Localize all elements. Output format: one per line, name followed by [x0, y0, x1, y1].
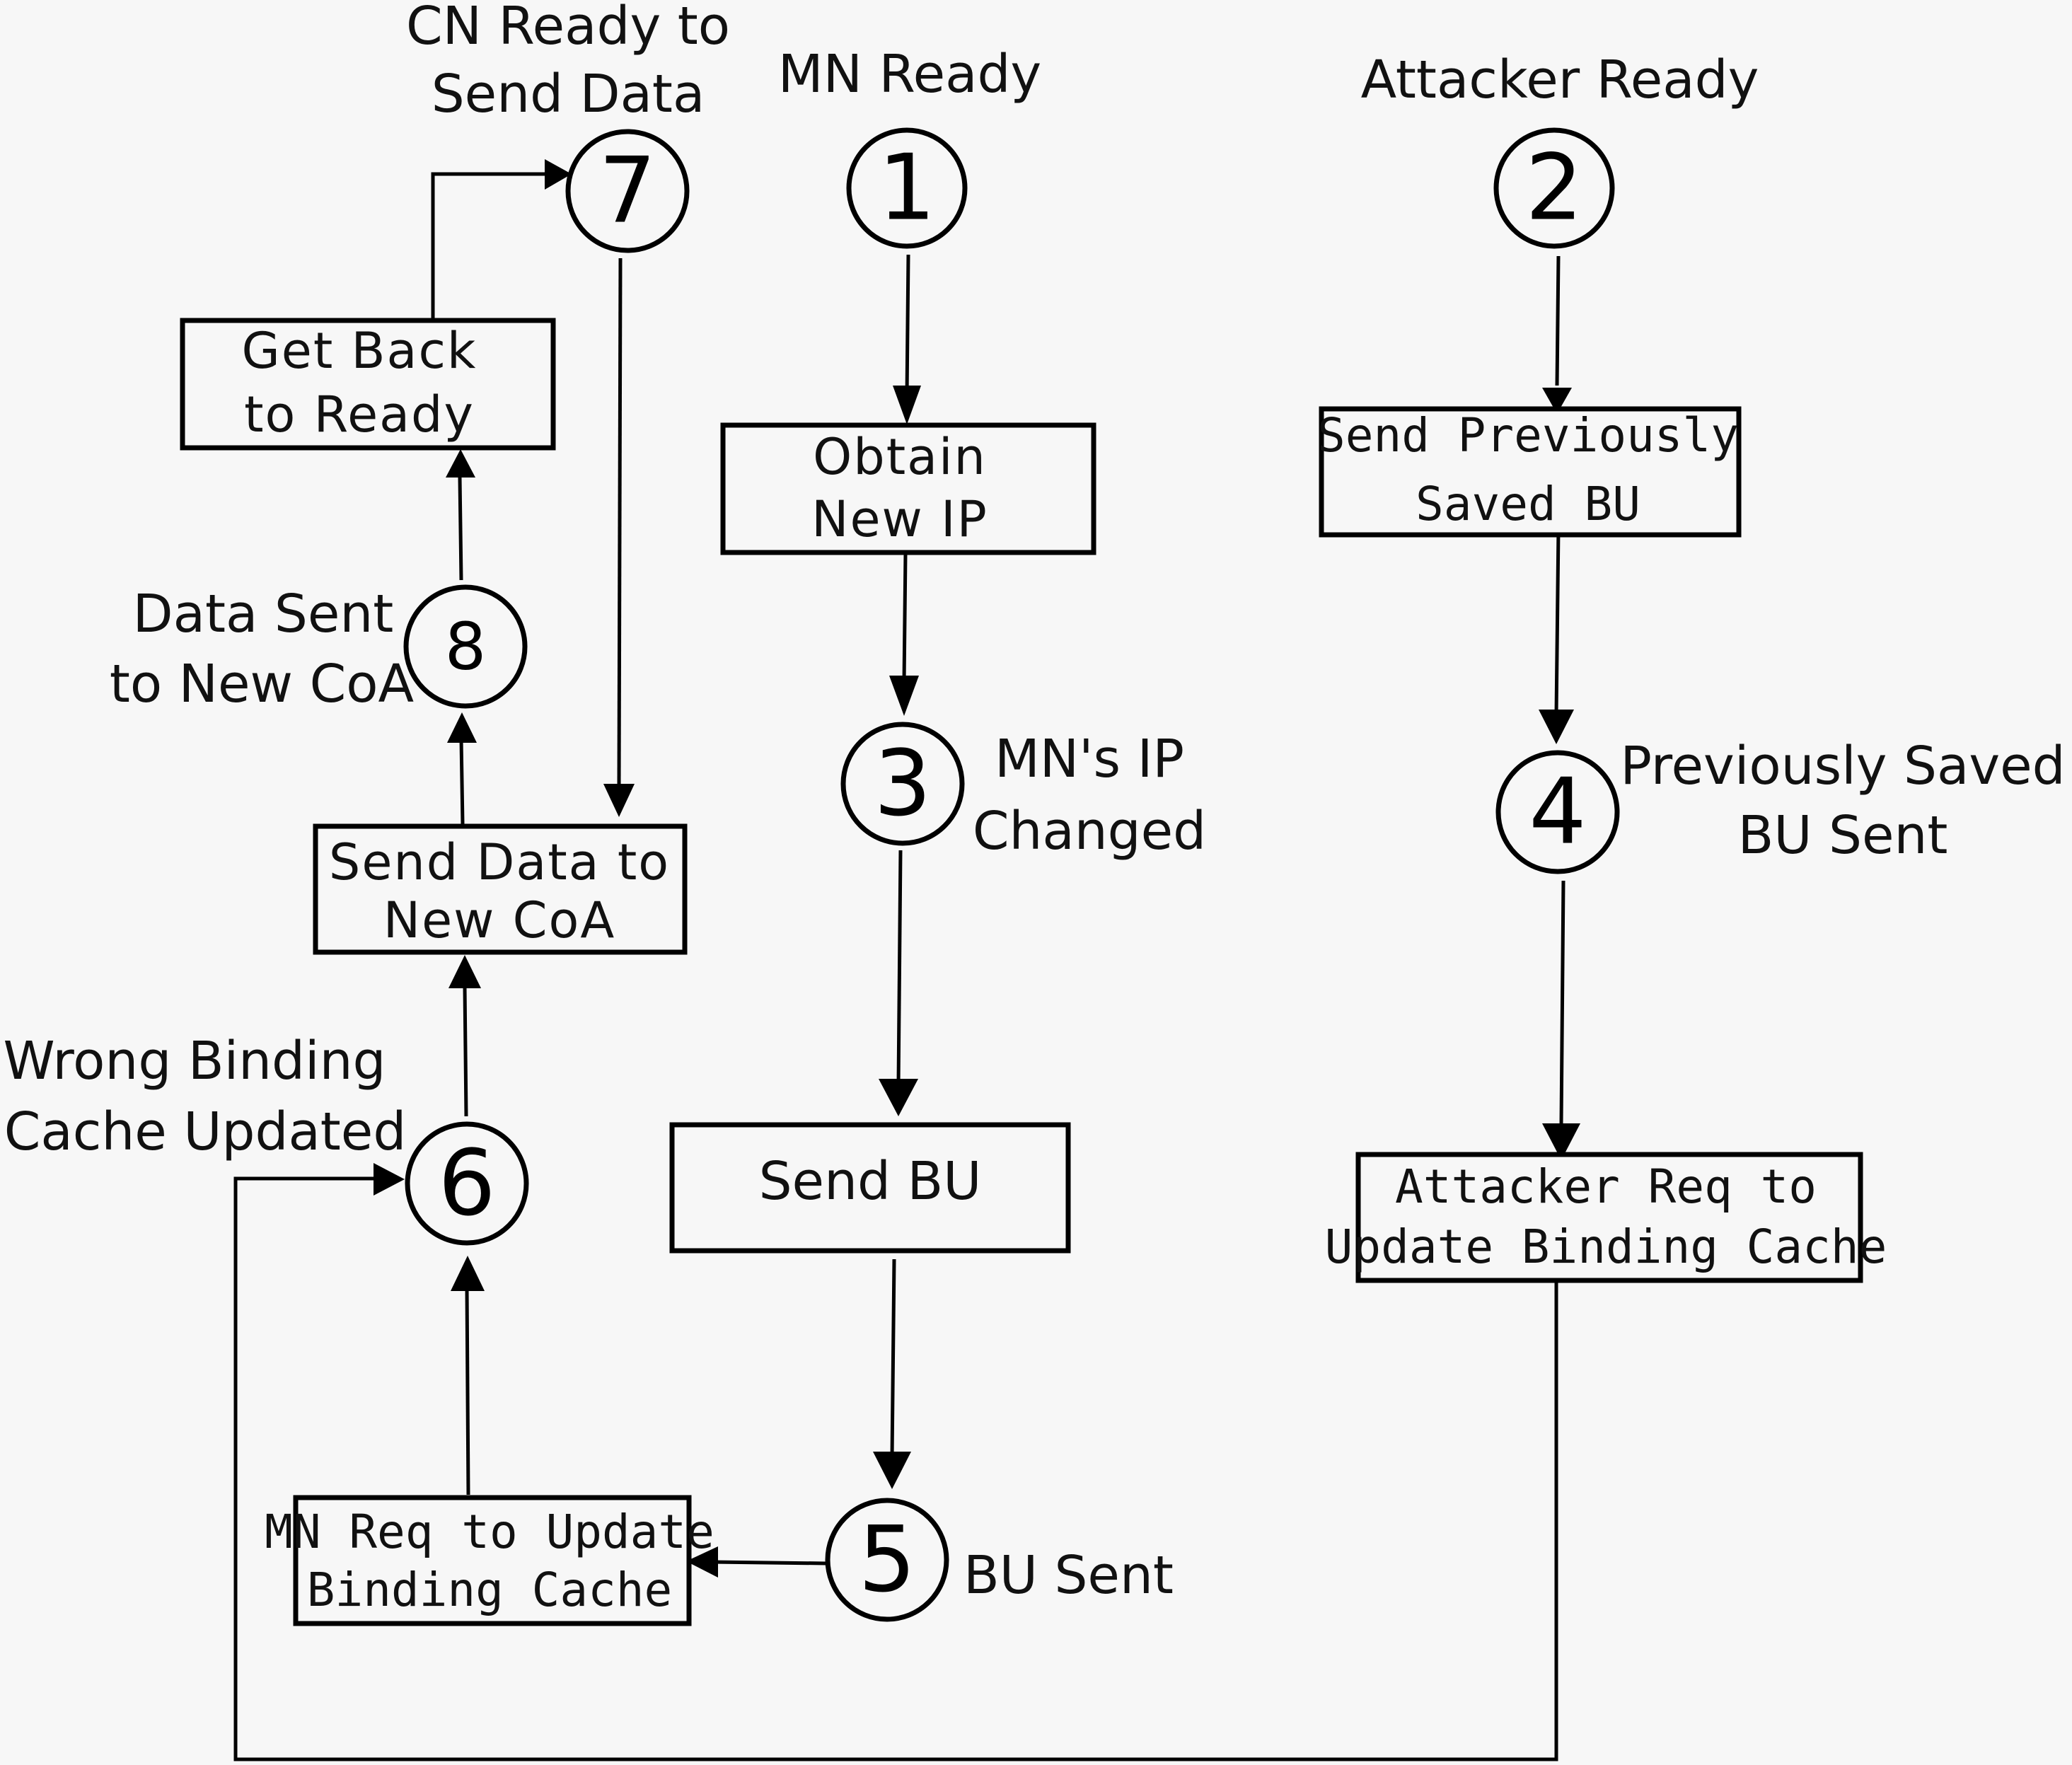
- attackreq-line-1: Attacker Req to: [1395, 1159, 1817, 1214]
- state-2-number: 2: [1525, 136, 1582, 241]
- state-8: 8: [403, 584, 528, 709]
- state-2: 2: [1493, 127, 1615, 249]
- box-send-bu: Send BU: [669, 1122, 1071, 1254]
- arrowhead-senddata: [448, 955, 481, 988]
- state-1-label: MN Ready: [778, 44, 1041, 105]
- edge-3-to-sendbu: [896, 850, 903, 1087]
- obtain-line-2: New IP: [811, 490, 988, 548]
- edge-8-to-getback: [458, 477, 463, 581]
- box-obtain-new-ip: Obtain New IP: [720, 422, 1096, 555]
- state-6: 6: [405, 1121, 529, 1246]
- state-6-number: 6: [438, 1131, 495, 1237]
- state-3-number: 3: [874, 731, 931, 837]
- edge-senddata-to-8: [459, 739, 465, 825]
- state-7: 7: [565, 129, 690, 253]
- state-5-label: BU Sent: [963, 1545, 1174, 1606]
- state-4-number: 4: [1529, 760, 1586, 865]
- box-attacker-req-update: Attacker Req to Update Binding Cache: [1325, 1152, 1887, 1283]
- arrowhead-sendbu: [879, 1079, 918, 1116]
- arrowhead-3: [889, 676, 919, 716]
- arrowhead-attackreq: [1542, 1123, 1580, 1160]
- edge-mnreq-to-6: [465, 1287, 470, 1495]
- sendprev-line-1: Send Previously: [1317, 408, 1739, 463]
- arrowhead-4: [1539, 710, 1574, 744]
- state-1: 1: [846, 127, 968, 249]
- edge-4-to-attackreq: [1559, 880, 1565, 1125]
- state-8-label-1: Data Sent: [133, 584, 394, 644]
- state-4-label-1: Previously Saved: [1620, 736, 2065, 797]
- arrowhead-7: [545, 159, 572, 190]
- state-6-label-2: Cache Updated: [4, 1101, 407, 1162]
- state-7-label-1: CN Ready to: [406, 0, 730, 57]
- arrowhead-obtain: [893, 386, 921, 424]
- edge-6-to-senddata: [463, 986, 468, 1117]
- edge-sendprev-to-4: [1554, 528, 1561, 715]
- arrowhead-8: [447, 712, 477, 743]
- arrowhead-senddata-down: [603, 784, 635, 817]
- state-2-label: Attacker Ready: [1361, 50, 1759, 110]
- box-mn-req-update: MN Req to Update Binding Cache: [265, 1495, 714, 1626]
- state-labels: MN Ready Attacker Ready MN's IP Changed …: [4, 0, 2066, 1606]
- edge-1-to-obtain: [905, 254, 910, 397]
- state-4: 4: [1495, 750, 1620, 874]
- edges: [233, 159, 1580, 1761]
- arrowhead-sendprev: [1542, 388, 1572, 414]
- state-6-label-1: Wrong Binding: [4, 1031, 386, 1092]
- edge-obtain-to-3: [902, 552, 908, 683]
- state-3: 3: [840, 722, 965, 846]
- senddata-line-1: Send Data to: [329, 833, 670, 891]
- state-7-label-2: Send Data: [432, 64, 705, 125]
- senddata-line-2: New CoA: [383, 891, 616, 949]
- sendprev-line-2: Saved BU: [1416, 477, 1640, 531]
- obtain-line-1: Obtain: [813, 428, 987, 486]
- state-5: 5: [825, 1498, 949, 1622]
- arrowhead-5: [873, 1452, 911, 1489]
- state-3-label-2: Changed: [973, 801, 1206, 862]
- arrowhead-6-left: [374, 1163, 405, 1196]
- edge-2-to-sendprev: [1555, 255, 1561, 386]
- state-7-number: 7: [598, 139, 656, 244]
- box-send-prev-bu: Send Previously Saved BU: [1317, 406, 1742, 538]
- getback-line-2: to Ready: [244, 386, 475, 444]
- state-5-number: 5: [858, 1508, 915, 1613]
- state-3-label-1: MN's IP: [995, 729, 1184, 789]
- edge-7-to-senddata: [617, 257, 623, 789]
- edge-attackreq-to-6: [233, 1176, 1558, 1761]
- attackreq-line-2: Update Binding Cache: [1325, 1220, 1887, 1274]
- edge-sendbu-to-5: [890, 1258, 896, 1458]
- arrowhead-mnreq: [686, 1546, 718, 1578]
- state-8-number: 8: [445, 609, 487, 685]
- state-4-label-2: BU Sent: [1738, 805, 1948, 866]
- mnreq-line-2: Binding Cache: [307, 1563, 673, 1617]
- arrowhead-6-up: [451, 1256, 485, 1291]
- state-8-label-2: to New CoA: [110, 654, 415, 714]
- edge-getback-to-7: [431, 172, 548, 318]
- arrowhead-getback: [446, 449, 475, 478]
- sendbu-line-1: Send BU: [759, 1151, 982, 1212]
- mnreq-line-1: MN Req to Update: [265, 1505, 714, 1559]
- box-get-back-ready: Get Back to Ready: [180, 318, 556, 451]
- state-1-number: 1: [878, 136, 935, 241]
- box-send-data-new-coa: Send Data to New CoA: [313, 823, 688, 955]
- edge-5-to-mnreq: [714, 1560, 827, 1566]
- getback-line-1: Get Back: [242, 322, 478, 380]
